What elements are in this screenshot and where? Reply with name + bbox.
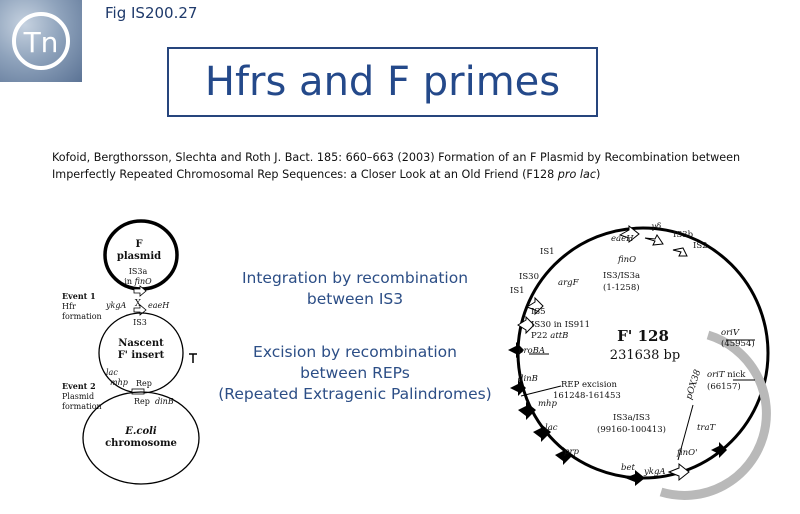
excision-line-2: between REPs [300,364,410,382]
pointer-mark [189,353,197,363]
label-dinB: dinB [518,374,538,384]
figure-label: Fig IS200.27 [105,4,198,22]
event2-line-3: formation [62,402,102,411]
label-finO: finO [617,255,636,265]
dinB-label: dinB [155,397,174,406]
marker-traT [711,442,727,458]
label-is5: IS5 [531,307,546,317]
label-oriT-coords: (66157) [707,381,741,392]
label-is2: IS2 [693,241,708,251]
map-labels: γδ IS3b IS2 IS1 eaeH finO IS30 argF IS3/… [510,222,755,477]
is3a-label: IS3a [129,267,148,276]
label-argF: argF [558,278,580,288]
label-prp: prp [564,447,580,457]
nascent-label-2: F' insert [118,350,165,361]
label-proBA: proBA [518,346,545,356]
marker-is3b [672,247,688,257]
title-box: Hfrs and F primes [167,47,598,117]
mhp-label: mhp [110,378,128,387]
ykgA-label: ykgA [105,301,126,310]
reference-citation: Kofoid, Bergthorsson, Slechta and Roth J… [52,149,752,183]
marker-is1 [525,296,544,316]
label-is3a-is3: IS3a/IS3 [613,413,650,423]
map-size: 231638 bp [610,348,680,363]
label-lac: lac [545,423,558,433]
label-traT: traT [697,423,717,433]
marker-prp [555,447,573,465]
hfr-formation-diagram: F plasmid IS3a in finO X Event 1 Hfr for… [62,219,200,485]
label-is3a-coords: (99160-100413) [597,424,666,435]
label-finO-prime: finO' [676,448,697,458]
label-bet: bet [621,463,635,473]
logo-text: Tn [23,26,59,59]
marker-lac [533,424,551,442]
crossover-x: X [135,299,142,309]
excision-line-1: Excision by recombination [253,343,457,361]
chromosome-label-1: E.coli [124,426,157,437]
marker-is3 [618,224,640,244]
rep-label-1: Rep [136,379,152,388]
rep-pointer-line [520,385,562,397]
f-plasmid-label-2: plasmid [117,251,161,262]
marker-mhp [518,402,536,420]
map-name: F' 128 [617,327,669,345]
event1-title: Event 1 [62,291,96,301]
lac-label: lac [106,368,118,377]
is3-label: IS3 [133,318,147,327]
eaeH-label: eaeH [148,301,170,310]
label-is1-top: IS1 [540,247,555,257]
marker-is3a [667,462,690,482]
label-oriV-coords: (45954) [721,338,755,349]
tn-logo-mark: Tn [12,12,70,70]
pox38-region-arc [659,330,771,500]
event2-title: Event 2 [62,381,96,391]
reference-line-2: Imperfectly Repeated Chromosomal Rep Seq… [52,168,601,181]
f-plasmid-label-1: F [135,239,142,250]
excision-line-3: (Repeated Extragenic Palindromes) [218,385,492,403]
chromosome-label-2: chromosome [105,438,177,449]
nascent-label-1: Nascent [118,338,164,349]
label-is1-lower: IS1 [510,286,525,296]
excision-text: Excision by recombination between REPs (… [205,342,505,405]
label-is3-coords: (1-1258) [603,282,640,293]
label-p22-attB: P22 attB [531,331,568,341]
reference-line-1: Kofoid, Bergthorsson, Slechta and Roth J… [52,151,741,164]
label-oriT-nick: oriT nick [707,370,746,380]
label-ykgA: ykgA [643,467,666,477]
label-is30: IS30 [519,272,539,282]
label-eaeH: eaeH [611,234,634,244]
label-rep-coords: 161248-161453 [553,391,621,401]
label-mhp: mhp [538,399,558,409]
marker-proBA [508,342,524,358]
map-markers [508,224,727,486]
label-rep-excision: REP excision [561,380,618,390]
finO-prime-line [677,404,694,461]
label-is30-in-is911: IS30 in IS911 [531,320,590,330]
integration-line-2: between IS3 [306,290,404,308]
label-gamma-delta: γδ [651,222,661,232]
event1-line-3: formation [62,312,102,321]
marker-is30 [517,315,535,335]
label-is3b: IS3b [673,230,694,240]
integration-line-1: Integration by recombination [241,269,469,287]
label-oriV: oriV [721,328,740,338]
chromosome-circle [82,391,200,485]
page-title: Hfrs and F primes [204,59,561,105]
marker-gamma-delta [644,234,664,246]
label-is3-is3a: IS3/IS3a [603,271,640,281]
f128-plasmid-map: F' 128 231638 bp γδ IS3b IS2 IS1 eaeH fi… [508,222,771,500]
tn-logo: Tn [0,0,82,82]
event1-line-2: Hfr [62,302,76,311]
marker-dinB [510,380,526,396]
is3a-arrow [133,285,147,297]
label-pox38: pOX38 [684,368,703,401]
marker-bet [625,470,645,486]
is3a-in-finO: in finO [124,277,152,286]
event2-line-2: Plasmid [62,392,94,401]
integration-text: Integration by recombination between IS3 [205,268,505,310]
rep-label-2: Rep [134,397,150,406]
